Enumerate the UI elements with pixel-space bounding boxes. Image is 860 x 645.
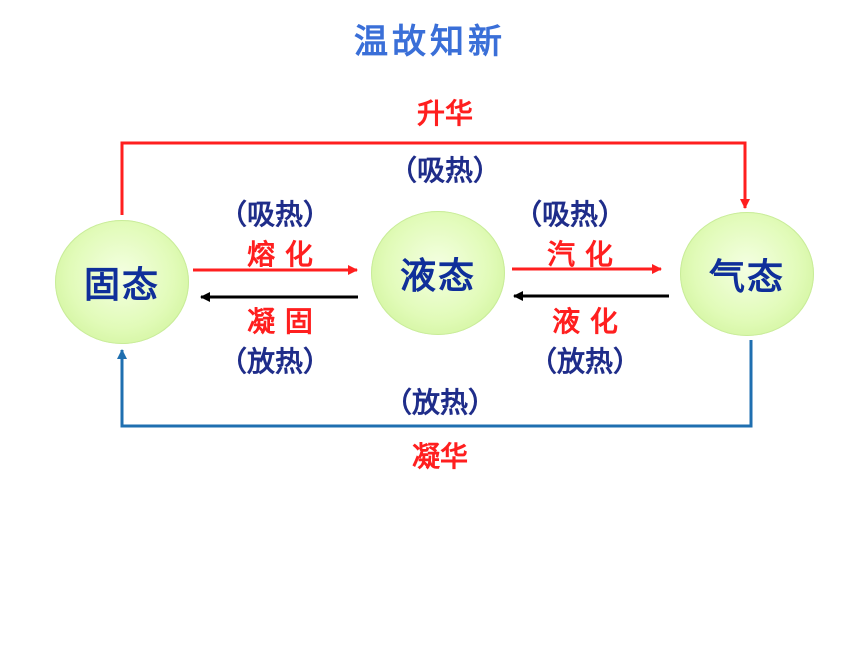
- solid-state-label: 固态: [83, 265, 160, 306]
- melting-heat-label: （吸热）: [218, 198, 331, 231]
- liquid-state-label: 液态: [399, 256, 476, 297]
- condensation-label: 液 化: [552, 305, 618, 338]
- page-title: 温故知新: [354, 22, 506, 62]
- vaporization-label: 汽 化: [547, 238, 613, 271]
- gas-state-node: 气态: [680, 212, 814, 336]
- deposition-arrow: [117, 340, 753, 428]
- sublimation-label: 升华: [416, 97, 473, 130]
- solid-state-node: 固态: [55, 220, 189, 344]
- liquid-state-node: 液态: [371, 211, 505, 335]
- sublimation-heat-label: （吸热）: [388, 154, 501, 187]
- condensation-heat-label: （放热）: [528, 345, 641, 378]
- melting-label: 熔 化: [247, 238, 313, 271]
- freezing-label: 凝 固: [247, 305, 313, 338]
- freezing-heat-label: （放热）: [218, 345, 331, 378]
- deposition-heat-label: （放热）: [383, 386, 496, 419]
- vaporization-heat-label: （吸热）: [513, 198, 626, 231]
- deposition-label: 凝华: [411, 440, 468, 473]
- sublimation-arrow: [120, 141, 750, 215]
- gas-state-label: 气态: [708, 257, 785, 298]
